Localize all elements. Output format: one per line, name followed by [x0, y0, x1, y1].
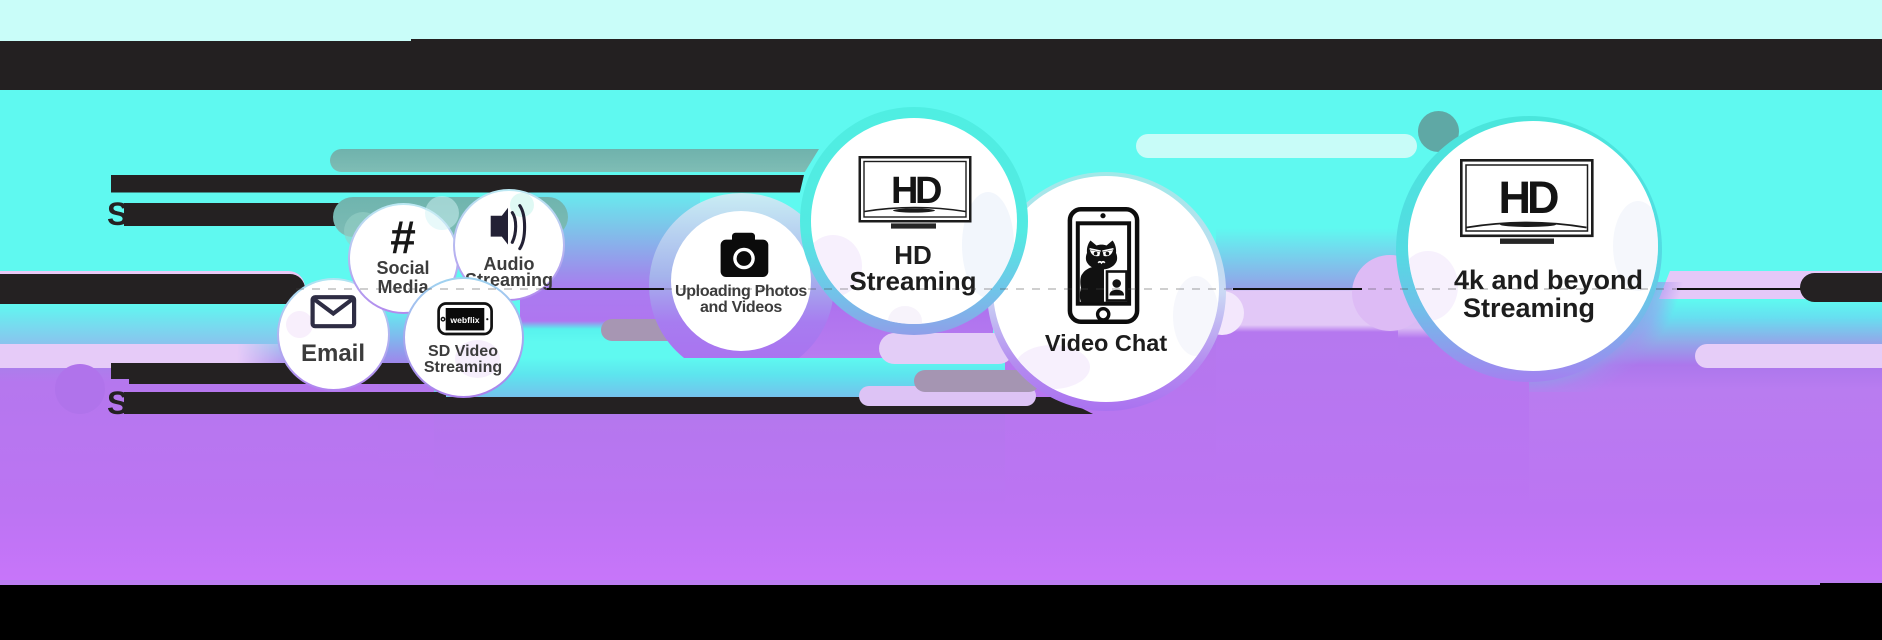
svg-text:HD: HD — [891, 170, 941, 212]
svg-text:webflix: webflix — [449, 315, 479, 325]
svg-text:HD: HD — [1499, 172, 1558, 223]
